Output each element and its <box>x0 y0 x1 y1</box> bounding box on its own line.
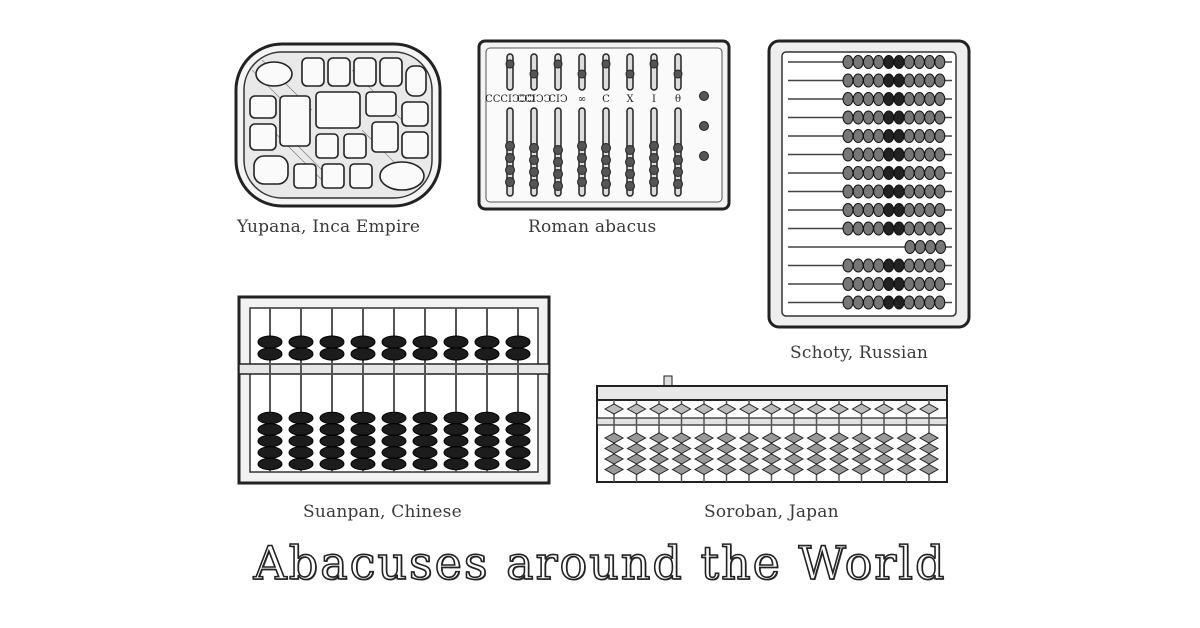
roman-column-mark: C <box>602 94 610 105</box>
caption-suanpan: Suanpan, Chinese <box>303 502 462 522</box>
roman-column-mark: ⅭⅭⅭⅠↃↃↃ <box>485 94 535 105</box>
yupana-illustration <box>232 40 444 210</box>
roman-column-mark: ⅭⅠↃ <box>548 94 568 105</box>
roman-column-mark: ⅭⅭⅠↃↃ <box>517 94 552 105</box>
suanpan-illustration <box>236 294 552 486</box>
soroban-illustration <box>594 374 950 486</box>
roman-column-mark: X <box>626 94 634 105</box>
roman-column-mark: θ <box>675 94 681 105</box>
roman-column-mark: I <box>652 94 656 105</box>
page-title: Abacuses around the World <box>253 535 947 591</box>
caption-roman: Roman abacus <box>528 217 657 237</box>
schoty-illustration <box>766 38 972 330</box>
caption-soroban: Soroban, Japan <box>704 502 839 522</box>
roman-column-mark: ∞ <box>578 94 586 105</box>
caption-yupana: Yupana, Inca Empire <box>237 217 421 237</box>
caption-schoty: Schoty, Russian <box>790 343 929 363</box>
